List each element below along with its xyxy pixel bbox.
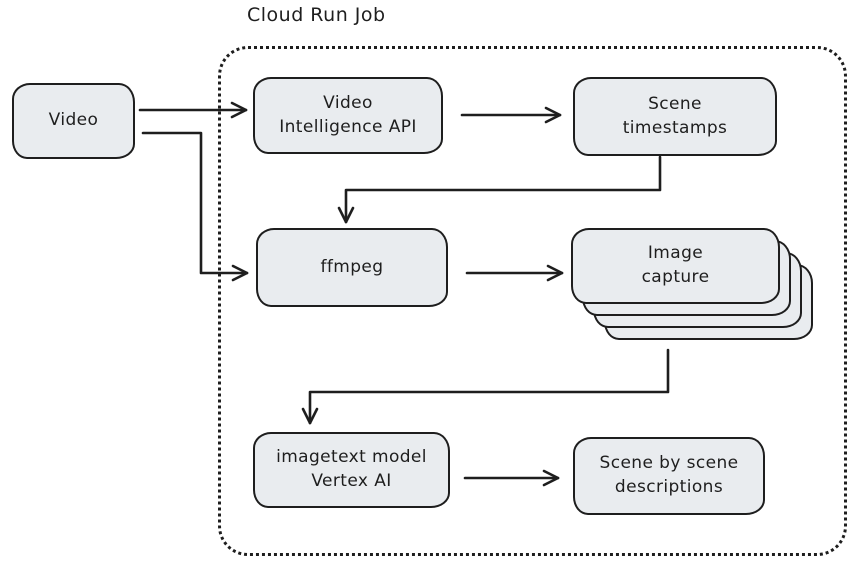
node-scene-timestamps: Scene timestamps <box>573 77 777 156</box>
node-scene-descriptions-label: Scene by scene descriptions <box>599 453 739 497</box>
node-image-capture: Image capture <box>571 228 780 304</box>
node-video-label: Video <box>48 110 99 131</box>
node-ffmpeg-label: ffmpeg <box>320 256 384 277</box>
node-video: Video <box>12 83 135 159</box>
node-scene-timestamps-label: Scene timestamps <box>622 93 728 138</box>
node-imagetext-model: imagetext model Vertex AI <box>253 432 450 508</box>
node-imagetext-model-label: imagetext model Vertex AI <box>276 447 427 491</box>
cloud-run-job-title: Cloud Run Job <box>247 4 386 26</box>
node-ffmpeg: ffmpeg <box>256 228 448 307</box>
node-video-intelligence-api: Video Intelligence API <box>253 77 443 154</box>
node-video-intelligence-api-label: Video Intelligence API <box>279 92 417 137</box>
cloud-run-job-container <box>218 46 847 556</box>
node-scene-descriptions: Scene by scene descriptions <box>573 437 765 515</box>
node-image-capture-label: Image capture <box>641 243 710 287</box>
